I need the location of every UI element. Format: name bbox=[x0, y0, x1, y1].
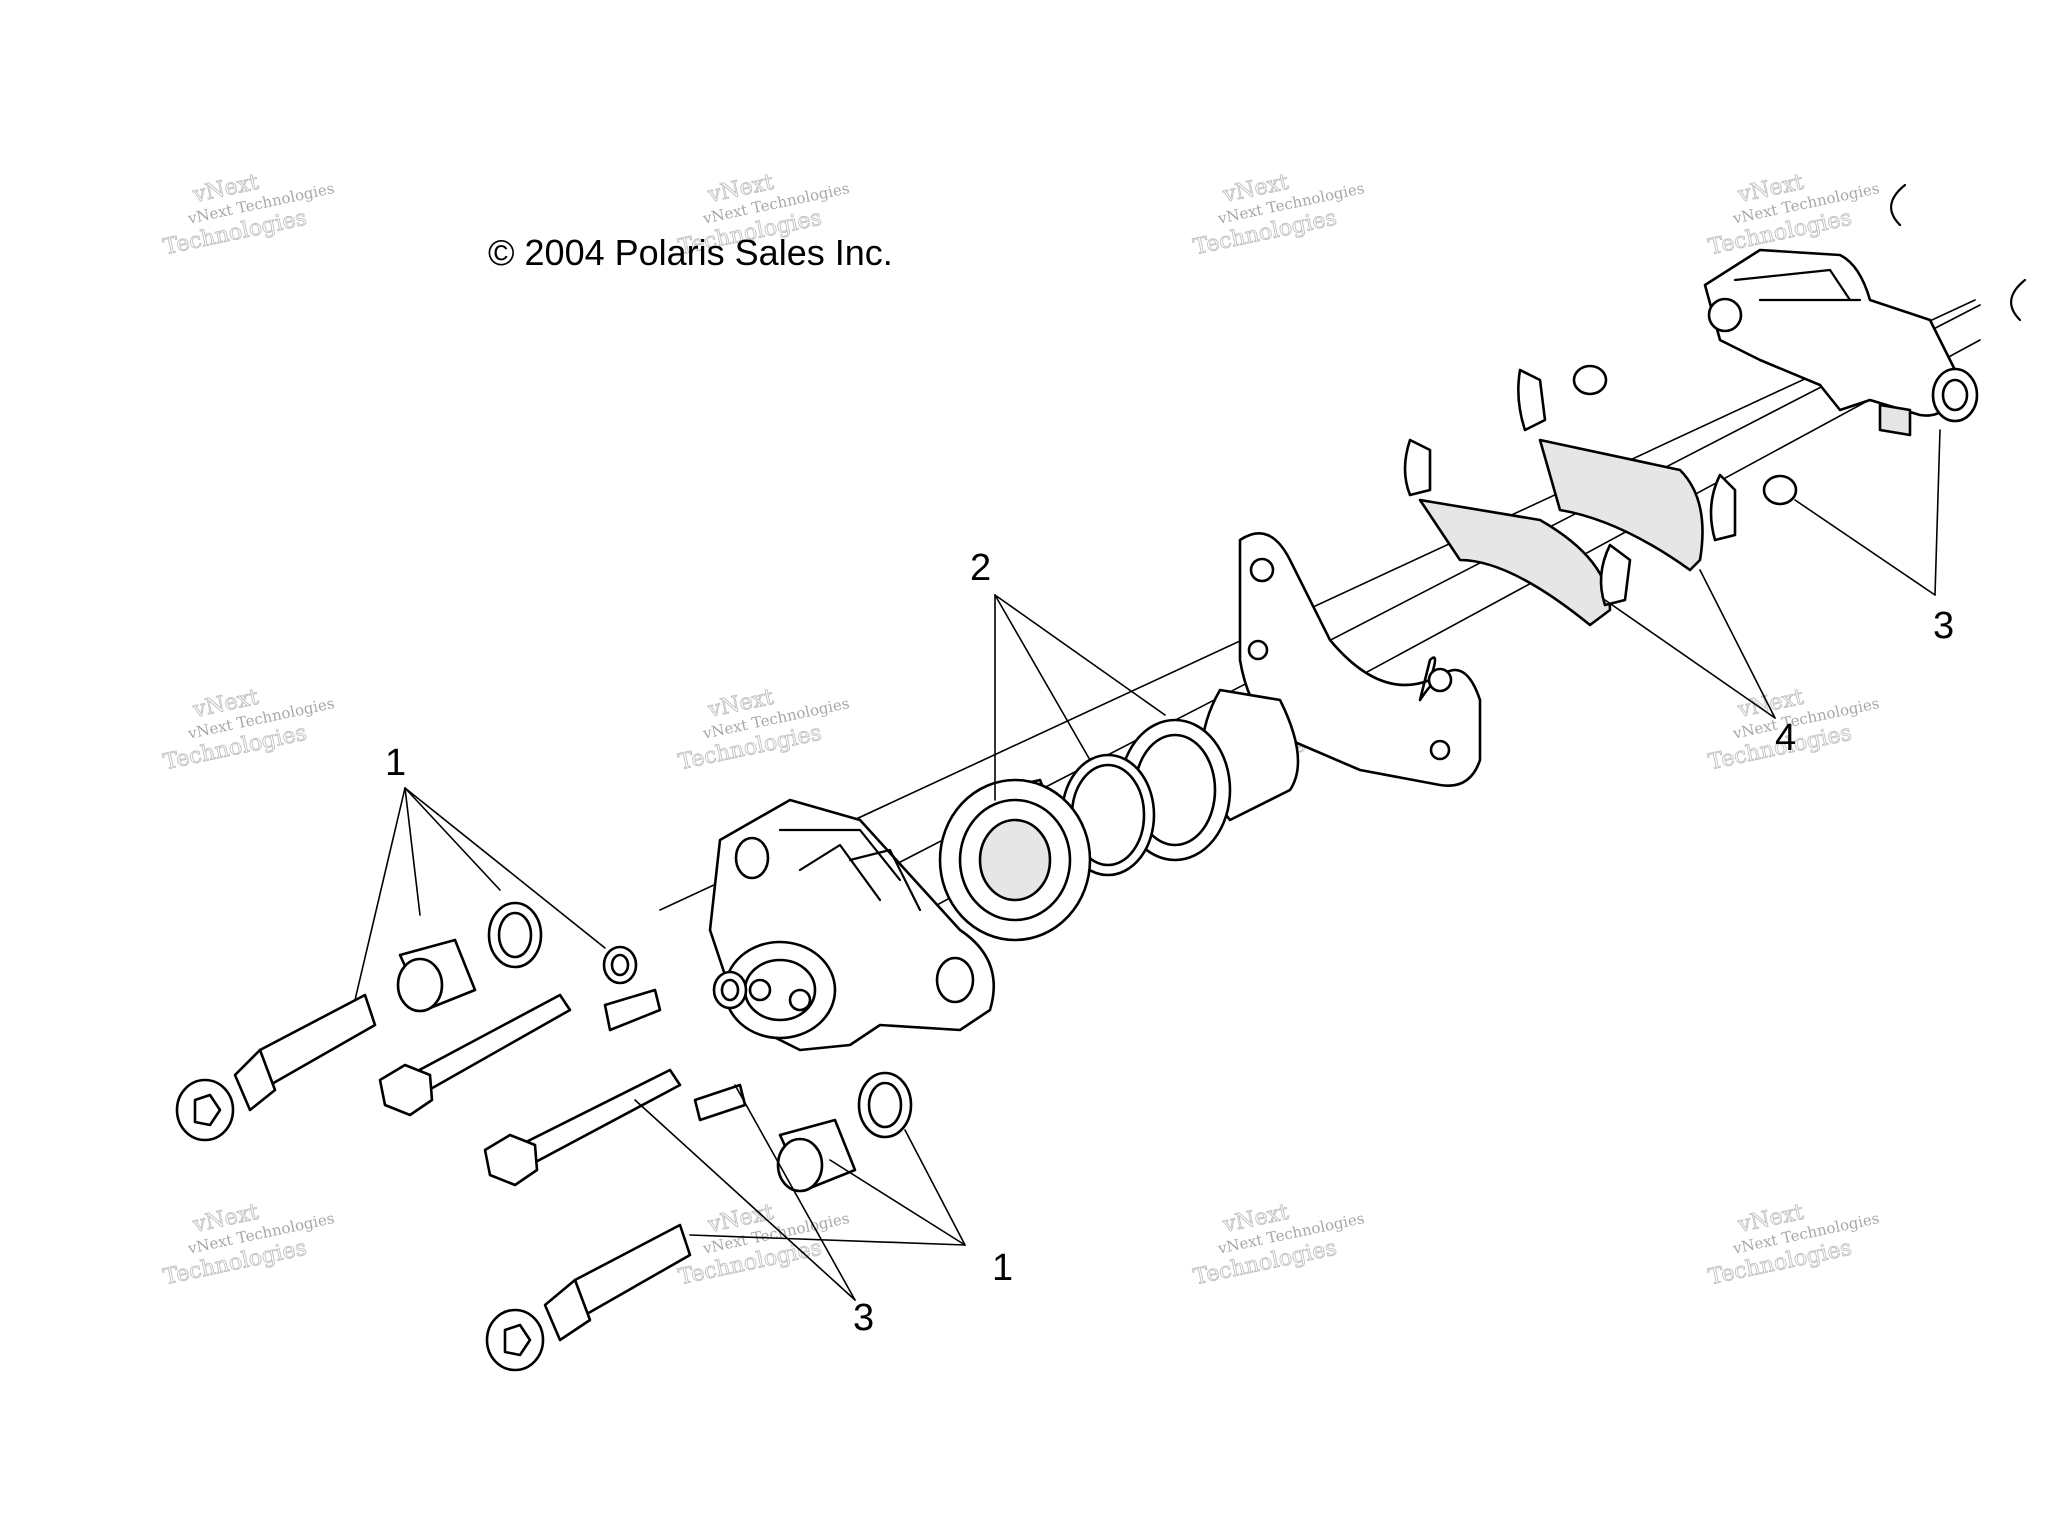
copyright-text: © 2004 Polaris Sales Inc. bbox=[488, 232, 893, 273]
callout-1-upper: 1 bbox=[385, 742, 406, 784]
brake-pads bbox=[1403, 368, 1737, 627]
callout-1-lower: 1 bbox=[992, 1247, 1013, 1289]
front-caliper-housing bbox=[708, 798, 995, 1052]
rear-caliper-housing bbox=[1703, 248, 1979, 437]
callout-3-right: 3 bbox=[1933, 605, 1954, 647]
leader-lines bbox=[354, 429, 1941, 1301]
caliper-mounting-bracket bbox=[1238, 532, 1482, 788]
piston-and-seals bbox=[938, 688, 1300, 942]
bolts-and-pins bbox=[175, 993, 692, 1372]
callout-3-lower: 3 bbox=[853, 1297, 874, 1339]
retainer-clips bbox=[1890, 183, 2027, 322]
bleeder-valves bbox=[603, 988, 747, 1122]
rear-pin-bushings bbox=[1572, 364, 1798, 506]
callout-2: 2 bbox=[970, 547, 991, 589]
washers-spacers bbox=[396, 901, 913, 1193]
callout-4: 4 bbox=[1775, 717, 1796, 759]
callout-labels: 1 1 2 3 3 4 bbox=[385, 547, 1954, 1339]
